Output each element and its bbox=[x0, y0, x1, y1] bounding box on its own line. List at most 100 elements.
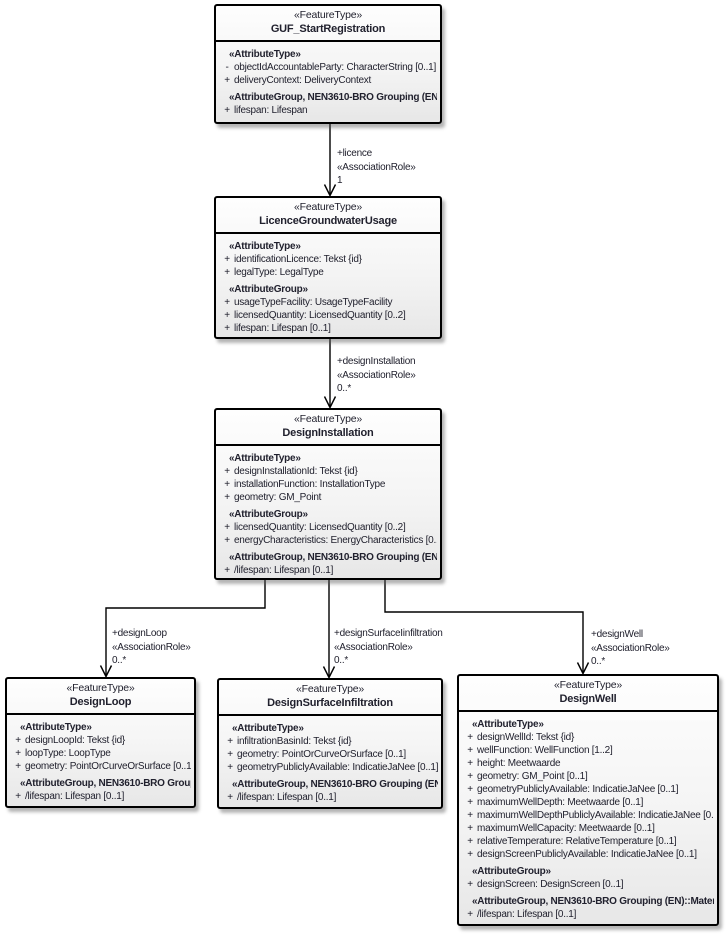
attribute-text: wellFunction: WellFunction [1..2] bbox=[477, 745, 613, 756]
association-stereotype: «AssociationRole» bbox=[337, 369, 416, 381]
attribute-visibility: + bbox=[224, 479, 230, 490]
association-label-design-installation: +designInstallation «AssociationRole» 0.… bbox=[337, 355, 416, 396]
attribute-text: /lifespan: Lifespan [0..1] bbox=[234, 565, 334, 576]
attribute-row: +lifespan: Lifespan bbox=[220, 104, 437, 117]
attribute-row: + installationFunction: InstallationType bbox=[220, 478, 437, 491]
attribute-row: +maximumWellDepth: Meetwaarde [0..1] bbox=[463, 796, 714, 809]
attribute-text: deliveryContext: DeliveryContext bbox=[234, 75, 372, 86]
class-stereotype: «FeatureType» bbox=[66, 682, 135, 694]
class-design-installation[interactable]: «FeatureType» DesignInstallation «Attrib… bbox=[214, 408, 442, 580]
attribute-text: /lifespan: Lifespan [0..1] bbox=[477, 909, 577, 920]
attribute-row: +designScreenPubliclyAvailable: Indicati… bbox=[463, 848, 714, 861]
attribute-row: +designInstallationId: Tekst {id} bbox=[220, 465, 437, 478]
attribute-text: designLoopId: Tekst {id} bbox=[25, 735, 126, 746]
association-label-design-surface-infiltration: +designSurfaceIinfiltration «Association… bbox=[334, 627, 443, 668]
attribute-text: usageTypeFacility: UsageTypeFacility bbox=[234, 297, 393, 308]
class-stereotype: «FeatureType» bbox=[553, 679, 623, 691]
class-title: «FeatureType» DesignLoop bbox=[7, 679, 194, 715]
attribute-text: lifespan: Lifespan [0..1] bbox=[234, 323, 331, 334]
attribute-visibility: + bbox=[467, 823, 473, 834]
attribute-row: +identificationLicence: Tekst {id} bbox=[220, 253, 437, 266]
attribute-row: +maximumWellDepthPubliclyAvailable: Indi… bbox=[463, 809, 714, 822]
association-multiplicity: 0..* bbox=[112, 655, 127, 666]
attribute-visibility: + bbox=[227, 749, 233, 760]
class-design-well[interactable]: «FeatureType» DesignWell «AttributeType»… bbox=[457, 674, 719, 926]
class-title: «FeatureType» DesignSurfaceInfiltration bbox=[219, 680, 441, 716]
class-body: «AttributeType»+designWellId: Tekst {id}… bbox=[459, 712, 717, 924]
attribute-text: designScreen: DesignScreen [0..1] bbox=[477, 879, 624, 890]
attribute-section-header: «AttributeType» bbox=[232, 723, 304, 734]
class-licence-groundwater-usage[interactable]: «FeatureType» LicenceGroundwaterUsage «A… bbox=[214, 196, 442, 339]
attribute-visibility: + bbox=[224, 310, 230, 321]
class-stereotype: «FeatureType» bbox=[293, 9, 363, 21]
attribute-row: +deliveryContext: DeliveryContext bbox=[220, 74, 437, 87]
attribute-section-header: «AttributeType» bbox=[20, 722, 92, 733]
class-design-surface-infiltration[interactable]: «FeatureType» DesignSurfaceInfiltration … bbox=[217, 678, 443, 809]
attribute-visibility: + bbox=[15, 735, 21, 746]
attribute-visibility: + bbox=[224, 267, 230, 278]
attribute-text: installationFunction: InstallationType bbox=[234, 479, 386, 490]
attribute-text: loopType: LoopType bbox=[25, 748, 111, 759]
class-stereotype: «FeatureType» bbox=[293, 201, 363, 213]
association-label-design-loop: +designLoop «AssociationRole» 0..* bbox=[112, 627, 191, 668]
class-body: «AttributeType» + designLoopId: Tekst {id}… bbox=[7, 715, 194, 806]
attribute-row: +/lifespan: Lifespan [0..1] bbox=[11, 790, 191, 803]
attribute-text: maximumWellDepth: Meetwaarde [0..1] bbox=[477, 797, 644, 808]
attribute-text: geometryPubliclyAvailable: IndicatieJaNe… bbox=[237, 762, 438, 773]
attribute-text: licensedQuantity: LicensedQuantity [0..2… bbox=[234, 522, 406, 533]
attribute-visibility: + bbox=[227, 792, 233, 803]
attribute-visibility: + bbox=[227, 762, 233, 773]
class-title: «FeatureType» DesignWell bbox=[459, 676, 717, 712]
attribute-visibility: + bbox=[224, 466, 230, 477]
attribute-row: + infiltrationBasinId: Tekst {id} bbox=[223, 735, 438, 748]
association-role-name: +designLoop bbox=[112, 628, 167, 639]
association-stereotype: «AssociationRole» bbox=[334, 641, 413, 653]
attribute-visibility: + bbox=[227, 736, 233, 747]
class-body: «AttributeType»-objectIdAccountableParty… bbox=[216, 42, 440, 120]
attribute-text: designScreenPubliclyAvailable: Indicatie… bbox=[477, 849, 697, 860]
attribute-visibility: + bbox=[467, 745, 473, 756]
class-name: DesignLoop bbox=[69, 696, 132, 708]
association-label-design-well: +designWell «AssociationRole» 0..* bbox=[591, 628, 670, 669]
attribute-visibility: + bbox=[467, 836, 473, 847]
attribute-visibility: + bbox=[15, 748, 21, 759]
attribute-visibility: + bbox=[467, 771, 473, 782]
attribute-row: + geometry: PointOrCurveOrSurface [0..1] bbox=[11, 760, 191, 773]
attribute-text: infiltrationBasinId: Tekst {id} bbox=[237, 736, 352, 747]
attribute-visibility: + bbox=[467, 732, 473, 743]
attribute-row: + loopType: LoopType bbox=[11, 747, 191, 760]
attribute-text: energyCharacteristics: EnergyCharacteris… bbox=[234, 535, 437, 546]
attribute-text: geometry: PointOrCurveOrSurface [0..1] bbox=[25, 761, 191, 772]
attribute-row: +lifespan: Lifespan [0..1] bbox=[220, 322, 437, 335]
attribute-section-header: «AttributeGroup» bbox=[229, 284, 308, 295]
association-label-licence: +licence «AssociationRole» 1 bbox=[337, 147, 416, 188]
class-title: «FeatureType» GUF_StartRegistration bbox=[216, 6, 440, 42]
attribute-row: +legalType: LegalType bbox=[220, 266, 437, 279]
attribute-visibility: + bbox=[15, 761, 21, 772]
association-multiplicity: 1 bbox=[337, 175, 343, 186]
open-arrowhead-icon bbox=[576, 662, 590, 676]
attribute-visibility: + bbox=[467, 810, 473, 821]
class-guf-startregistration[interactable]: «FeatureType» GUF_StartRegistration «Att… bbox=[214, 4, 442, 124]
association-design-surface-infiltration bbox=[322, 580, 336, 680]
attribute-row: +energyCharacteristics: EnergyCharacteri… bbox=[220, 534, 437, 547]
attribute-text: /lifespan: Lifespan [0..1] bbox=[237, 792, 337, 803]
attribute-section-header: «AttributeGroup, NEN3610-BRO Grouping (E… bbox=[229, 552, 437, 563]
class-title: «FeatureType» LicenceGroundwaterUsage bbox=[216, 198, 440, 234]
class-name: GUF_StartRegistration bbox=[270, 23, 386, 35]
attribute-visibility: - bbox=[225, 62, 229, 73]
attribute-row: +designScreen: DesignScreen [0..1] bbox=[463, 878, 714, 891]
attribute-section-header: «AttributeGroup, NEN3610-BRO Grouping (E… bbox=[229, 92, 437, 103]
attribute-row: -objectIdAccountableParty: CharacterStri… bbox=[220, 61, 437, 74]
attribute-visibility: + bbox=[467, 784, 473, 795]
attribute-row: +relativeTemperature: RelativeTemperatur… bbox=[463, 835, 714, 848]
class-design-loop[interactable]: «FeatureType» DesignLoop «AttributeType»… bbox=[5, 677, 196, 808]
association-multiplicity: 0..* bbox=[591, 656, 606, 667]
attribute-visibility: + bbox=[224, 565, 230, 576]
attribute-visibility: + bbox=[224, 492, 230, 503]
attribute-text: /lifespan: Lifespan [0..1] bbox=[25, 791, 125, 802]
attribute-text: lifespan: Lifespan bbox=[234, 105, 308, 116]
class-title: «FeatureType» DesignInstallation bbox=[216, 410, 440, 446]
association-multiplicity: 0..* bbox=[337, 383, 352, 394]
